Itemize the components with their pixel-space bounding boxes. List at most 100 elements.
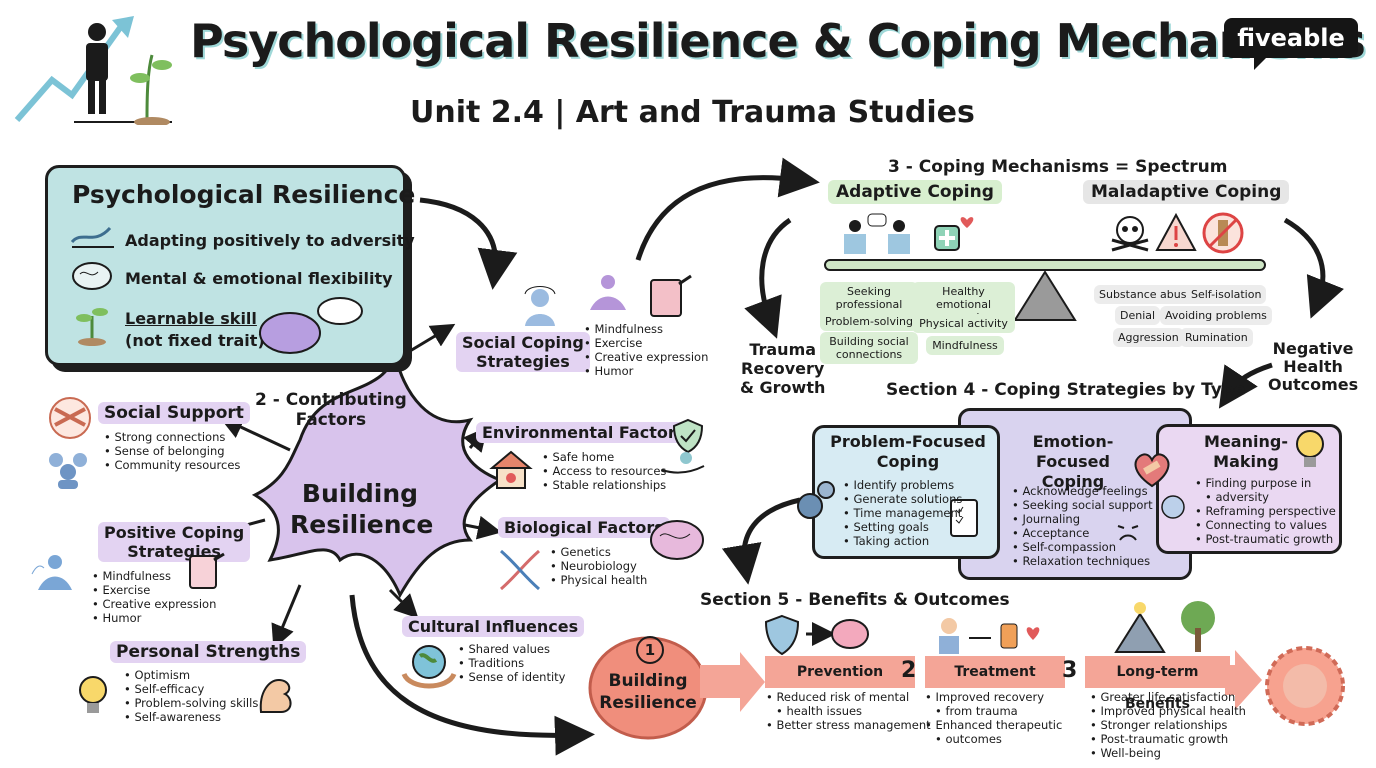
arrow-blob-to-benefits: [349, 594, 595, 756]
resilience-item: (not fixed trait): [125, 331, 265, 350]
list-item: Reduced risk of mental: [766, 690, 931, 704]
list-item: Traditions: [458, 656, 565, 670]
list-item: health issues: [766, 704, 931, 718]
step-treatment: Treatment: [925, 656, 1065, 688]
list-item: outcomes: [925, 732, 1062, 746]
thinking-face-icon: [1161, 495, 1185, 519]
list-item: Reframing perspective: [1195, 504, 1335, 518]
building-resilience-label: Building Resilience: [290, 478, 434, 540]
meaning-making-title: Meaning- Making: [1204, 432, 1288, 471]
therapy-chairs-icon: [844, 213, 910, 254]
no-alcohol-icon: [1202, 212, 1244, 254]
maladaptive-item: Aggression: [1113, 328, 1184, 347]
list-item: Generate solutions: [843, 492, 962, 506]
list-item: Better stress management: [766, 718, 930, 732]
hand-heart-icon: [661, 452, 705, 474]
list-item: Acceptance: [1012, 526, 1153, 540]
mountain-tree-icon: [1114, 601, 1215, 653]
maladaptive-item: Rumination: [1180, 328, 1253, 347]
maladaptive-item: Denial: [1115, 306, 1161, 325]
meditation-icon: [31, 555, 72, 590]
arrow-spectrum-to-negative: [1283, 217, 1344, 319]
blob-shape: [251, 349, 504, 599]
arrow-section4-to-section5: [721, 497, 801, 585]
seesaw-beam: [824, 259, 1266, 271]
resilience-item: Mental & emotional flexibility: [125, 269, 393, 288]
list-item: Identify problems: [843, 478, 962, 492]
section2-title: 2 - Contributing Factors: [255, 390, 407, 430]
long-term-list: Greater life satisfaction Improved physi…: [1090, 690, 1246, 760]
wave-arrow-icon: [70, 226, 114, 248]
list-item: Stronger relationships: [1090, 718, 1246, 732]
list-item: Humor: [92, 611, 216, 625]
list-item: Acknowledge feelings: [1012, 484, 1153, 498]
resilience-item: Learnable skill: [125, 309, 257, 328]
step-number-3: 3: [1062, 658, 1078, 683]
maladaptive-coping-label: Maladaptive Coping: [1083, 180, 1290, 204]
shield-arrow-icon: [764, 614, 869, 656]
social-support-list: Strong connections Sense of belonging Co…: [104, 430, 240, 472]
list-item: Time management: [843, 506, 962, 520]
list-item: Post-traumatic growth: [1195, 532, 1336, 546]
page-subtitle: Unit 2.4 | Art and Trauma Studies: [410, 95, 975, 130]
globe-hands-icon: [401, 645, 457, 689]
adaptive-item: Problem-solving: [820, 312, 918, 331]
section4-title: Section 4 - Coping Strategies by Type: [886, 380, 1246, 400]
list-item: Exercise: [584, 336, 708, 350]
seesaw-fulcrum: [1013, 270, 1077, 321]
step-prevention: Prevention: [765, 656, 915, 688]
step-long-term: Long-term Benefits: [1085, 656, 1230, 712]
adaptive-coping-label: Adaptive Coping: [828, 180, 1002, 204]
list-item: Self-compassion: [1012, 540, 1153, 554]
treatment-list: Improved recovery from trauma Enhanced t…: [925, 690, 1062, 746]
gears-icon: [797, 481, 835, 519]
adaptive-item: Physical activity: [912, 314, 1015, 333]
list-item: Problem-solving skills: [124, 696, 258, 710]
list-item: Self-efficacy: [124, 682, 258, 696]
resilience-item: Adapting positively to adversity: [125, 231, 415, 250]
factor-biological: Biological Factors: [498, 517, 670, 538]
adaptive-item: Mindfulness: [926, 336, 1004, 355]
prevention-list: Reduced risk of mental health issues Bet…: [766, 690, 931, 732]
adaptive-item: Building social connections: [820, 332, 918, 364]
brain-bulb-icon: [1296, 430, 1324, 467]
problem-focused-title: Problem-Focused Coping: [830, 432, 986, 471]
list-item: Well-being: [1090, 746, 1246, 760]
page-title: Psychological Resilience & Coping Mechan…: [190, 14, 1366, 68]
list-item: Self-awareness: [124, 710, 258, 724]
step-number-1: 1: [636, 636, 664, 664]
medical-cross-icon: [934, 217, 974, 251]
list-item: Mindfulness: [584, 322, 708, 336]
bandaged-heart-icon: [1134, 453, 1170, 488]
list-item: Community resources: [104, 458, 240, 472]
resilience-title: Psychological Resilience: [72, 180, 416, 209]
emotion-focused-list: Acknowledge feelings Seeking social supp…: [1012, 484, 1153, 568]
arrow-resilience-to-social: [419, 197, 518, 290]
list-item: Humor: [584, 364, 708, 378]
list-item: Access to resources: [542, 464, 666, 478]
problem-focused-list: Identify problems Generate solutions Tim…: [843, 478, 962, 548]
list-item: Creative expression: [92, 597, 216, 611]
list-item: Post-traumatic growth: [1090, 732, 1246, 746]
list-item: Physical health: [550, 573, 647, 587]
section5-title: Section 5 - Benefits & Outcomes: [700, 590, 1010, 610]
brain-icon: [650, 520, 704, 560]
list-item: Shared values: [458, 642, 565, 656]
arrow-negative-to-section4: [1218, 362, 1273, 409]
list-item: Relaxation techniques: [1012, 554, 1153, 568]
list-item: Creative expression: [584, 350, 708, 364]
list-item: Finding purpose in: [1195, 476, 1336, 490]
list-item: Improved recovery: [925, 690, 1062, 704]
step-number-2: 2: [901, 658, 917, 683]
list-item: Mindfulness: [92, 569, 216, 583]
doctor-medicine-icon: [939, 618, 1040, 654]
muscle-icon: [259, 678, 292, 713]
list-item: Stable relationships: [542, 478, 666, 492]
handshake-icon: [49, 397, 91, 439]
blob-line: Building Resilience: [290, 479, 434, 539]
list-item: adversity: [1195, 490, 1336, 504]
cultural-list: Shared values Traditions Sense of identi…: [458, 642, 565, 684]
trauma-recovery-label: Trauma Recovery & Growth: [740, 340, 826, 397]
list-item: Taking action: [843, 534, 962, 548]
